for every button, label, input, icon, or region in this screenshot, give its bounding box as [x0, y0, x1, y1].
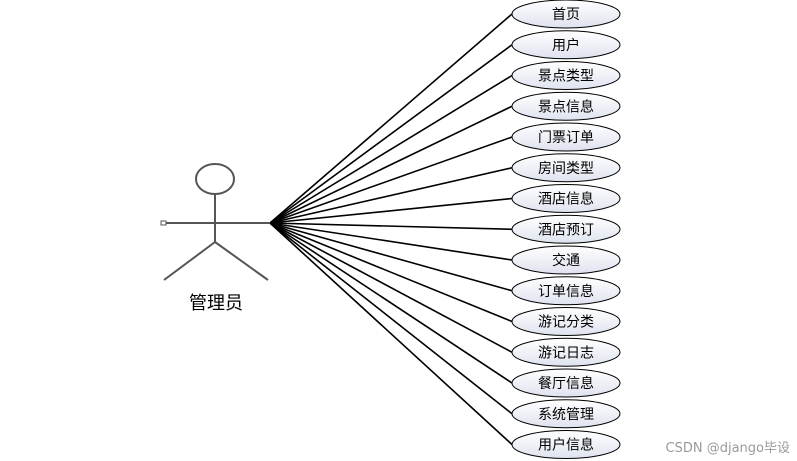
use-case: 交通 — [511, 245, 621, 275]
association-line — [269, 222, 513, 323]
use-case-label: 游记日志 — [538, 345, 594, 361]
association-line — [269, 197, 513, 224]
association-line — [269, 222, 513, 353]
use-case-ellipse — [511, 184, 621, 213]
association-lines — [269, 13, 513, 446]
association-line — [269, 222, 513, 231]
use-case-label: 景点类型 — [538, 69, 594, 85]
use-case-label: 景点信息 — [538, 98, 594, 115]
association-line — [269, 13, 513, 224]
use-case: 房间类型 — [511, 153, 621, 183]
use-case-label: 订单信息 — [538, 283, 594, 300]
use-case-ellipse — [511, 153, 621, 183]
use-case: 系统管理 — [511, 399, 621, 429]
association-line — [269, 222, 513, 292]
use-case: 景点信息 — [511, 91, 621, 121]
use-case: 用户 — [511, 30, 621, 60]
use-case-ellipse — [511, 307, 621, 336]
actor-right-leg — [214, 241, 269, 281]
use-case-label: 游记分类 — [538, 315, 594, 331]
use-case-label: 酒店信息 — [538, 191, 594, 208]
actor-head — [195, 163, 235, 195]
use-case-label: 房间类型 — [538, 161, 594, 177]
use-case-ellipse — [511, 122, 621, 152]
actor-left-leg — [163, 241, 216, 281]
use-case: 用户信息 — [511, 430, 621, 459]
use-case-ellipse — [511, 430, 621, 459]
use-case: 订单信息 — [511, 276, 621, 306]
use-case-ellipse — [511, 399, 621, 429]
association-line — [269, 222, 513, 415]
use-case: 酒店信息 — [511, 184, 621, 213]
association-line — [269, 74, 513, 224]
use-case-label: 首页 — [552, 7, 580, 23]
use-case-ellipse — [511, 368, 621, 398]
use-case: 景点类型 — [511, 61, 621, 90]
use-case-ellipse — [511, 61, 621, 90]
use-case: 游记日志 — [511, 337, 621, 367]
association-line — [269, 44, 513, 224]
use-case-label: 门票订单 — [538, 130, 594, 146]
association-line — [269, 222, 513, 446]
use-case-ellipse — [511, 214, 621, 244]
use-case-label: 交通 — [552, 252, 580, 269]
use-case-label: 餐厅信息 — [538, 375, 594, 392]
use-case-list: 首页用户景点类型景点信息门票订单房间类型酒店信息酒店预订交通订单信息游记分类游记… — [511, 0, 621, 459]
actor-label: 管理员 — [189, 293, 243, 314]
use-case-ellipse — [511, 337, 621, 367]
association-line — [269, 136, 513, 224]
use-case-label: 系统管理 — [538, 407, 594, 423]
actor-hand-handle — [160, 220, 167, 226]
use-case-ellipse — [511, 91, 621, 121]
association-line — [269, 222, 513, 384]
association-line — [269, 105, 513, 224]
use-case: 门票订单 — [511, 122, 621, 152]
use-case-ellipse — [511, 276, 621, 306]
watermark: CSDN @django毕设 — [666, 441, 790, 456]
use-case-ellipse — [511, 0, 621, 29]
actor-stick-figure — [160, 163, 270, 281]
use-case: 餐厅信息 — [511, 368, 621, 398]
association-line — [269, 222, 513, 261]
use-case: 游记分类 — [511, 307, 621, 336]
use-case-ellipse — [511, 245, 621, 275]
use-case-label: 用户信息 — [538, 437, 594, 454]
association-line — [269, 166, 513, 224]
use-case: 首页 — [511, 0, 621, 29]
use-case-label: 用户 — [552, 37, 580, 54]
use-case-ellipse — [511, 30, 621, 60]
use-case-label: 酒店预订 — [538, 222, 594, 238]
use-case: 酒店预订 — [511, 214, 621, 244]
